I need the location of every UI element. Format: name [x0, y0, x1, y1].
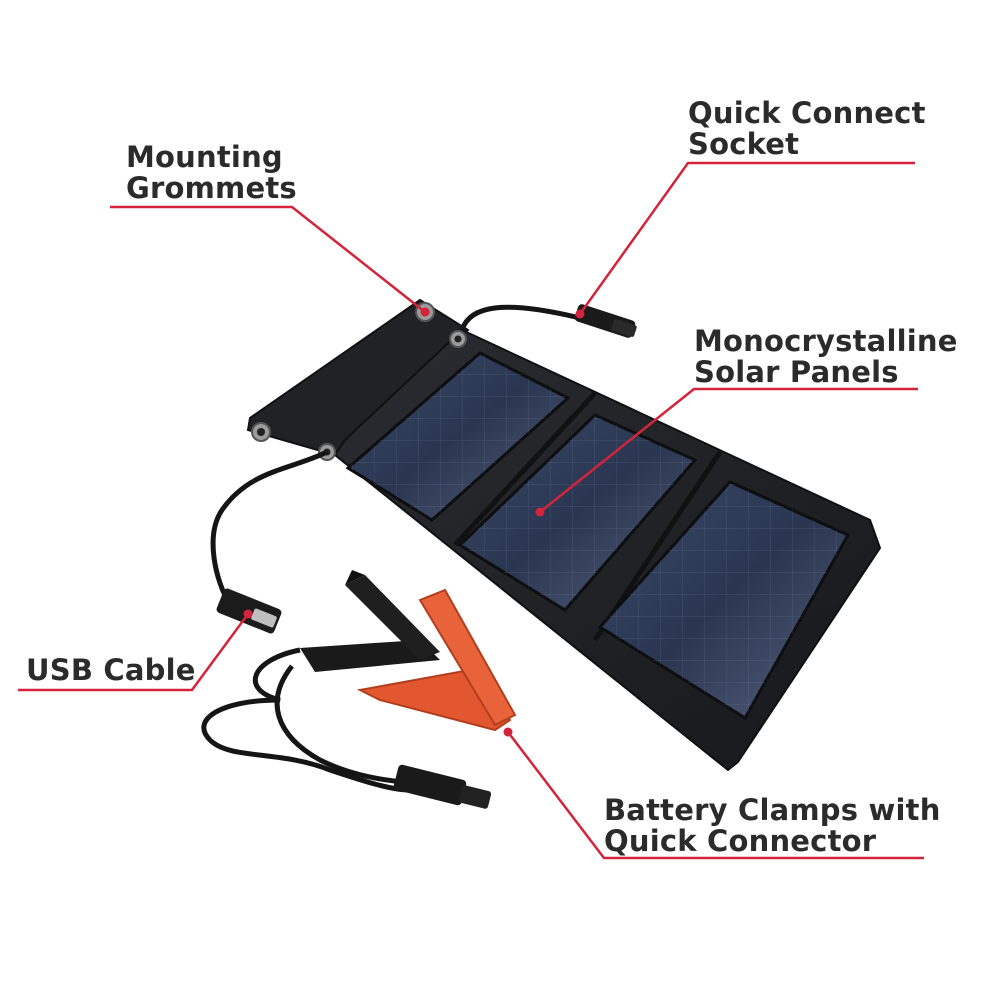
- solar-charger: [246, 298, 882, 772]
- usb-cable-label: USB Cable: [26, 653, 196, 687]
- battery-clamps-label: Battery Clamps with Quick Connector: [604, 793, 941, 858]
- callout-usb: [18, 613, 250, 692]
- callout-panels: [539, 387, 918, 513]
- callout-socket: [578, 161, 915, 315]
- callout-lines: [18, 161, 924, 860]
- battery-clamps: [201, 570, 517, 809]
- callout-clamps: [507, 731, 924, 860]
- grommet: [251, 422, 271, 442]
- solar-panels-label: Monocrystalline Solar Panels: [694, 324, 958, 389]
- grommet: [449, 330, 467, 348]
- quick-connect-socket: [459, 304, 637, 338]
- solar-panel-1: [345, 351, 571, 522]
- mounting-flap: [246, 298, 470, 457]
- mounting-grommets-label: Mounting Grommets: [126, 140, 297, 205]
- usb-cable: [210, 449, 329, 634]
- solar-panel-3: [597, 480, 851, 721]
- callout-grommets: [110, 205, 426, 313]
- black-clamp: [300, 570, 440, 672]
- callout-dots: [243, 307, 585, 737]
- fold-seam: [453, 391, 597, 547]
- quick-connect-socket-label: Quick Connect Socket: [688, 96, 926, 161]
- red-clamp: [356, 588, 517, 732]
- solar-panel-2: [457, 413, 698, 612]
